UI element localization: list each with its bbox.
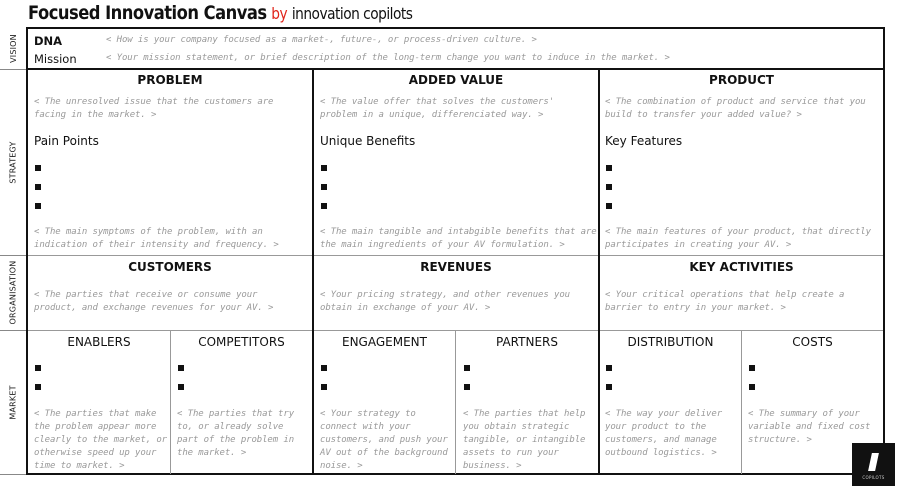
bullet-icon <box>35 165 41 171</box>
customers-title: CUSTOMERS <box>128 260 212 274</box>
costs-hint: < The summary of your variable and fixed… <box>748 409 871 445</box>
costs-block[interactable]: COSTS < The summary of your variable and… <box>742 331 883 474</box>
column-divider <box>312 69 314 474</box>
competitors-title: COMPETITORS <box>198 335 285 349</box>
revenues-title: REVENUES <box>420 260 492 274</box>
added-value-title: ADDED VALUE <box>408 73 504 87</box>
market-subdivider <box>455 331 456 474</box>
partners-block[interactable]: PARTNERS < The parties that help you obt… <box>456 331 598 474</box>
key-activities-title: KEY ACTIVITIES <box>689 260 794 274</box>
customers-hint: < The parties that receive or consume yo… <box>34 290 274 313</box>
bullet-icon <box>606 184 612 190</box>
partners-title: PARTNERS <box>496 335 558 349</box>
engagement-hint: < Your strategy to connect with your cus… <box>320 409 448 471</box>
enablers-hint: < The parties that make the problem appe… <box>34 409 167 471</box>
key-activities-hint: < Your critical operations that help cre… <box>605 290 845 313</box>
market-subdivider <box>741 331 742 474</box>
problem-footer-hint: < The main symptoms of the problem, with… <box>34 227 279 250</box>
side-separator <box>0 474 26 475</box>
canvas-title: Focused Innovation Canvas <box>28 2 267 24</box>
distribution-hint: < The way your deliver your product to t… <box>605 409 723 458</box>
bullet-icon <box>464 384 470 390</box>
pain-points-label: Pain Points <box>34 134 99 148</box>
revenues-block[interactable]: REVENUES < Your pricing strategy, and ot… <box>314 256 598 330</box>
canvas-frame <box>26 27 885 475</box>
mission-hint: < Your mission statement, or brief descr… <box>106 53 670 63</box>
bullet-icon <box>35 184 41 190</box>
added-value-footer-hint: < The main tangible and intabgible benef… <box>320 227 597 250</box>
bullet-icon <box>35 384 41 390</box>
bullet-icon <box>321 384 327 390</box>
unique-benefits-label: Unique Benefits <box>320 134 416 148</box>
title-org: innovation copilots <box>291 4 413 23</box>
side-label-market: MARKET <box>8 385 18 420</box>
problem-hint: < The unresolved issue that the customer… <box>34 97 274 120</box>
strategy-divider <box>28 255 883 256</box>
costs-title: COSTS <box>792 335 833 349</box>
engagement-title: ENGAGEMENT <box>342 335 427 349</box>
added-value-block[interactable]: ADDED VALUE < The value offer that solve… <box>314 70 598 255</box>
vision-dna-row[interactable]: DNA < How is your company focused as a m… <box>34 33 537 48</box>
enablers-title: ENABLERS <box>67 335 131 349</box>
vision-divider <box>26 68 885 70</box>
partners-hint: < The parties that help you obtain strat… <box>463 409 586 471</box>
problem-block[interactable]: PROBLEM < The unresolved issue that the … <box>28 70 312 255</box>
column-divider <box>598 69 600 474</box>
dna-hint: < How is your company focused as a marke… <box>106 35 537 45</box>
side-separator <box>0 69 26 70</box>
organisation-divider <box>28 330 883 331</box>
key-features-label: Key Features <box>605 134 683 148</box>
competitors-hint: < The parties that try to, or already so… <box>177 409 295 458</box>
bullet-icon <box>464 365 470 371</box>
page-title: Focused Innovation Canvas by innovation … <box>28 2 413 26</box>
bullet-icon <box>321 184 327 190</box>
market-subdivider <box>170 331 171 474</box>
bullet-icon <box>321 165 327 171</box>
product-block[interactable]: PRODUCT < The combination of product and… <box>600 70 883 255</box>
bullet-icon <box>606 384 612 390</box>
distribution-block[interactable]: DISTRIBUTION < The way your deliver your… <box>600 331 741 474</box>
key-activities-block[interactable]: KEY ACTIVITIES < Your critical operation… <box>600 256 883 330</box>
dna-label: DNA <box>34 33 63 48</box>
bullet-icon <box>749 384 755 390</box>
revenues-hint: < Your pricing strategy, and other reven… <box>320 290 570 313</box>
bullet-icon <box>749 365 755 371</box>
side-label-vision: VISION <box>8 34 18 63</box>
bullet-icon <box>321 365 327 371</box>
bullet-icon <box>178 365 184 371</box>
product-footer-hint: < The main features of your product, tha… <box>605 227 871 250</box>
problem-title: PROBLEM <box>137 73 203 87</box>
logo-text: COPILOTS <box>862 475 885 480</box>
bullet-icon <box>35 203 41 209</box>
mission-label: Mission <box>34 51 77 66</box>
bullet-icon <box>178 384 184 390</box>
enablers-block[interactable]: ENABLERS < The parties that make the pro… <box>28 331 170 474</box>
customers-block[interactable]: CUSTOMERS < The parties that receive or … <box>28 256 312 330</box>
product-hint: < The combination of product and service… <box>605 97 866 120</box>
bullet-icon <box>321 203 327 209</box>
bullet-icon <box>606 365 612 371</box>
engagement-block[interactable]: ENGAGEMENT < Your strategy to connect wi… <box>314 331 455 474</box>
added-value-hint: < The value offer that solves the custom… <box>320 97 555 120</box>
distribution-title: DISTRIBUTION <box>627 335 714 349</box>
side-label-organisation: ORGANISATION <box>8 260 18 325</box>
bullet-icon <box>606 165 612 171</box>
copilots-logo: COPILOTS <box>852 443 895 486</box>
side-separator <box>0 255 26 256</box>
product-title: PRODUCT <box>709 73 774 87</box>
competitors-block[interactable]: COMPETITORS < The parties that try to, o… <box>171 331 312 474</box>
title-by: by <box>271 4 288 23</box>
vision-mission-row[interactable]: Mission < Your mission statement, or bri… <box>34 51 670 66</box>
copilots-logo-icon <box>868 453 879 471</box>
side-label-strategy: STRATEGY <box>8 140 18 184</box>
bullet-icon <box>606 203 612 209</box>
side-separator <box>0 330 26 331</box>
bullet-icon <box>35 365 41 371</box>
